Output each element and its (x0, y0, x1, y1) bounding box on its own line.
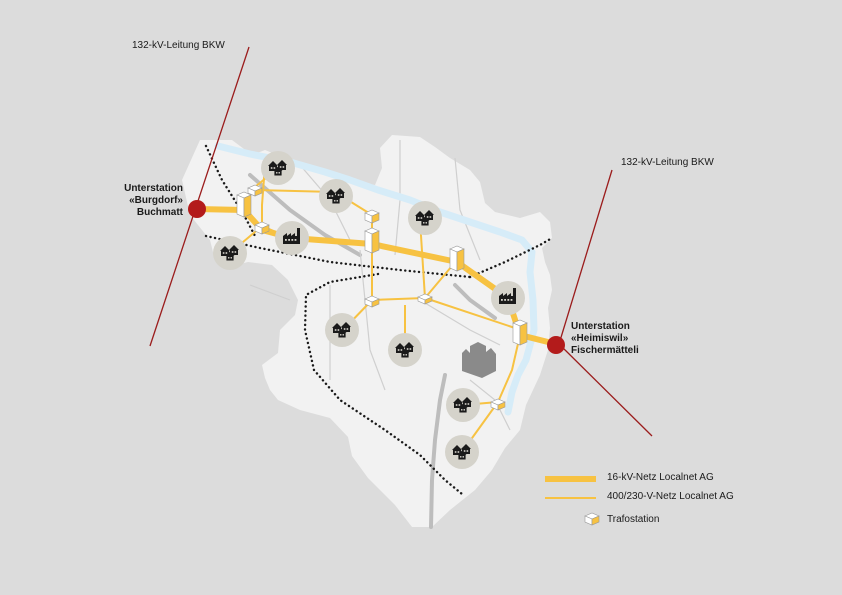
trafo-icon (254, 221, 270, 235)
residential-icon (445, 435, 479, 469)
substation-label-burgdorf: Unterstation «Burgdorf» Buchmatt (124, 183, 183, 218)
trafo-icon (247, 184, 263, 197)
factory-icon (491, 281, 525, 315)
trafo-icon (364, 295, 380, 308)
trafo-icon (364, 209, 380, 224)
legend-trafo-icon (584, 512, 600, 526)
trafo-icon (417, 293, 433, 305)
river (214, 142, 538, 416)
bkw-line-label-right: 132-kV-Leitung BKW (621, 157, 714, 168)
trafo-icon (236, 191, 252, 218)
legend-label-16kv: 16-kV-Netz Localnet AG (607, 472, 714, 483)
residential-icon (325, 313, 359, 347)
residential-icon (408, 201, 442, 235)
residential-icon (319, 179, 353, 213)
trafo-icon (449, 245, 465, 272)
castle-icon (462, 342, 496, 378)
residential-icon (213, 236, 247, 270)
bkw-line-label-left: 132-kV-Leitung BKW (132, 40, 225, 51)
residential-icon (446, 388, 480, 422)
trafo-icon (364, 227, 380, 254)
trafo-icon (490, 398, 506, 411)
legend-label-trafo: Trafostation (607, 514, 660, 525)
residential-icon (261, 151, 295, 185)
bkw-lines (149, 46, 653, 437)
substation-heimiswil (547, 336, 565, 354)
trafo-icon (512, 319, 528, 346)
town-area (182, 135, 552, 527)
factory-icon (275, 221, 309, 255)
substation-burgdorf (188, 200, 206, 218)
substation-label-heimiswil: Unterstation «Heimiswil» Fischermätteli (571, 321, 639, 356)
legend-label-400v: 400/230-V-Netz Localnet AG (607, 491, 734, 502)
residential-icon (388, 333, 422, 367)
roads (248, 173, 497, 529)
